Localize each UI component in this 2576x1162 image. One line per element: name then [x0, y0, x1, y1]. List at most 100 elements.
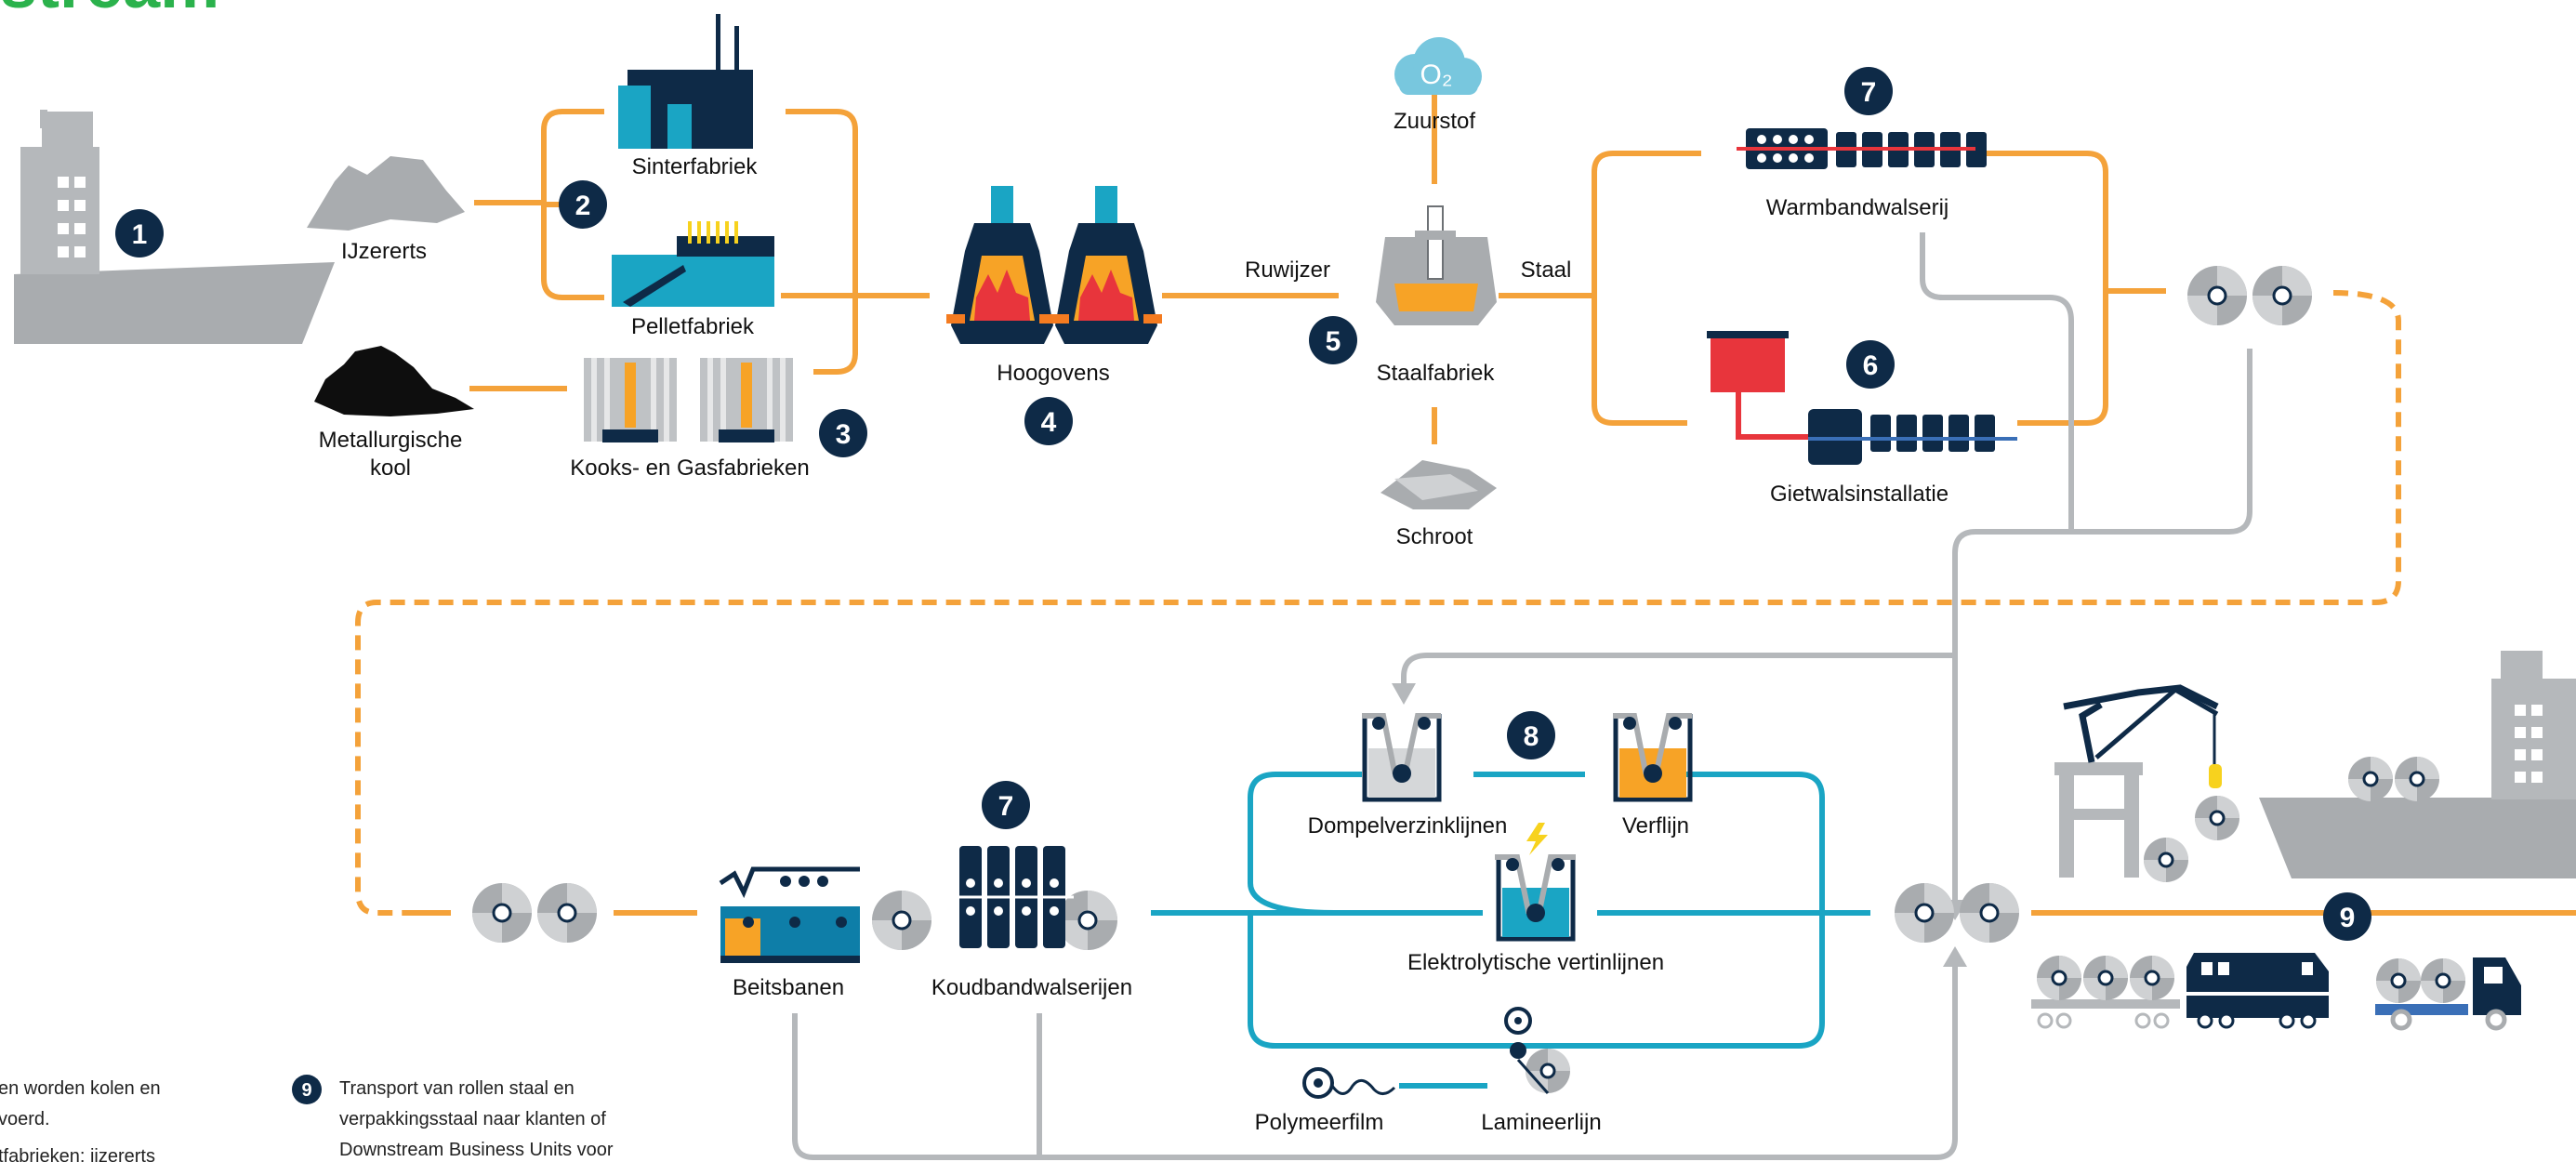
note-left-line2: voerd. [0, 1109, 50, 1129]
step-badge [819, 409, 867, 457]
step-number: 7 [1861, 77, 1877, 108]
tinning-line-icon [1495, 823, 1576, 942]
coil-icon [2142, 836, 2190, 884]
label-beitsbanen: Beitsbanen [733, 975, 844, 1000]
step-number: 5 [1326, 326, 1341, 357]
ship-icon [14, 110, 335, 344]
locomotive-icon [2186, 953, 2329, 1029]
step-number: 8 [1524, 721, 1539, 752]
step-badges: 1 2 3 4 5 6 7 7 8 9 9 [115, 67, 2371, 1104]
truck-icon [2374, 957, 2521, 1031]
arrow-up-to-coils [1943, 946, 1967, 967]
step-badge [559, 180, 607, 229]
coil-icon [2186, 264, 2249, 327]
step-number: 2 [575, 191, 591, 221]
casting-installation-icon [1707, 331, 2017, 465]
label-gietwals: Gietwalsinstallatie [1770, 482, 1949, 507]
hot-strip-mill-icon [1737, 128, 1987, 169]
label-polymeer: Polymeerfilm [1255, 1110, 1384, 1135]
arrow-to-dompel [1392, 683, 1416, 705]
coil-icon [2346, 755, 2395, 803]
galvanizing-bath-icon [1362, 713, 1442, 802]
o2-label: O₂ [1420, 59, 1453, 90]
label-hoogovens: Hoogovens [997, 361, 1109, 386]
note-left-line1: en worden kolen en [0, 1078, 161, 1099]
step-number: 3 [836, 419, 852, 450]
coil-icon [870, 889, 933, 952]
step-number: 6 [1863, 350, 1879, 381]
blast-furnace-icon [1050, 186, 1162, 344]
step-number: 1 [132, 219, 148, 250]
cold-rolling-mill-icon [953, 846, 1074, 948]
rail-wagon-icon [2031, 954, 2180, 1029]
label-pelletfabriek: Pelletfabriek [631, 314, 755, 339]
label-warmband: Warmbandwalserij [1766, 195, 1949, 220]
coke-oven-icon [584, 358, 677, 442]
sinter-factory-icon [618, 14, 753, 149]
step-number: 9 [2340, 903, 2356, 933]
label-elektro: Elektrolytische vertinlijnen [1407, 950, 1664, 975]
blue-coating-lines [1151, 772, 1870, 1089]
label-staalfabriek: Staalfabriek [1377, 361, 1496, 386]
lamination-line-icon [1504, 1007, 1572, 1095]
coil-icon [2193, 794, 2241, 842]
legend-badge [292, 1075, 322, 1104]
coil-icon [1893, 881, 1956, 944]
step-badge [2323, 892, 2371, 941]
orange-flow-lines [409, 92, 2576, 916]
label-dompel: Dompelverzinklijnen [1308, 813, 1508, 838]
step-badge [115, 209, 164, 257]
coil-icon [2251, 264, 2314, 327]
label-koudband: Koudbandwalserijen [931, 975, 1132, 1000]
lightning-icon [1526, 823, 1548, 855]
label-ijzererts: IJzererts [341, 239, 427, 264]
steel-converter-icon [1376, 205, 1497, 325]
coil-icon [1958, 881, 2021, 944]
label-zuurstof: Zuurstof [1394, 109, 1475, 134]
label-sinterfabriek: Sinterfabriek [632, 154, 759, 179]
scrap-icon [1380, 460, 1497, 509]
step-badge [1846, 340, 1895, 389]
label-kool-line1: Metallurgische [319, 428, 463, 453]
step-number: 7 [998, 791, 1014, 822]
step-badge [1844, 67, 1893, 115]
port-crane-icon [2054, 684, 2222, 878]
coil-icon [2393, 755, 2441, 803]
label-kool-line2: kool [370, 456, 411, 481]
coil-icon [1056, 889, 1119, 952]
legend-number: 9 [301, 1080, 311, 1101]
oxygen-cloud-icon [1394, 37, 1482, 95]
legend9-line2: verpakkingsstaal naar klanten of [339, 1109, 606, 1129]
label-ruwijzer: Ruwijzer [1245, 257, 1330, 283]
step-badge [1024, 397, 1073, 445]
note-left-line3: tfabrieken: ijzererts [0, 1146, 155, 1162]
dashed-coil-transport-line [355, 290, 2401, 916]
pellet-factory-icon [612, 221, 774, 307]
blast-furnace-icon [946, 186, 1058, 344]
legend9-line3: Downstream Business Units voor [339, 1140, 614, 1160]
process-labels: IJzererts Metallurgische kool Sinterfabr… [319, 109, 1949, 1135]
coke-oven-icon [700, 358, 793, 442]
label-verflijn: Verflijn [1622, 813, 1689, 838]
legend9-line1: Transport van rollen staal en [339, 1078, 575, 1099]
label-kooks: Kooks- en Gasfabrieken [570, 456, 809, 481]
polymer-film-icon [1302, 1067, 1396, 1099]
coil-icon [470, 881, 534, 944]
label-schroot: Schroot [1396, 524, 1473, 549]
ship-icon [2259, 651, 2576, 878]
grey-flow-lines [792, 232, 2252, 1160]
paint-line-icon [1613, 713, 1693, 802]
step-badge [1507, 711, 1555, 759]
step-badge [982, 781, 1030, 829]
page-title: stream [0, 0, 219, 22]
label-staal: Staal [1521, 257, 1572, 283]
label-lamineer: Lamineerlijn [1481, 1110, 1601, 1135]
coil-icon [535, 881, 599, 944]
footnotes: en worden kolen en voerd. tfabrieken: ij… [0, 1078, 614, 1162]
step-badge [1309, 316, 1357, 364]
step-number: 4 [1041, 407, 1057, 438]
pickling-line-icon [719, 866, 860, 963]
coal-icon [314, 346, 474, 416]
